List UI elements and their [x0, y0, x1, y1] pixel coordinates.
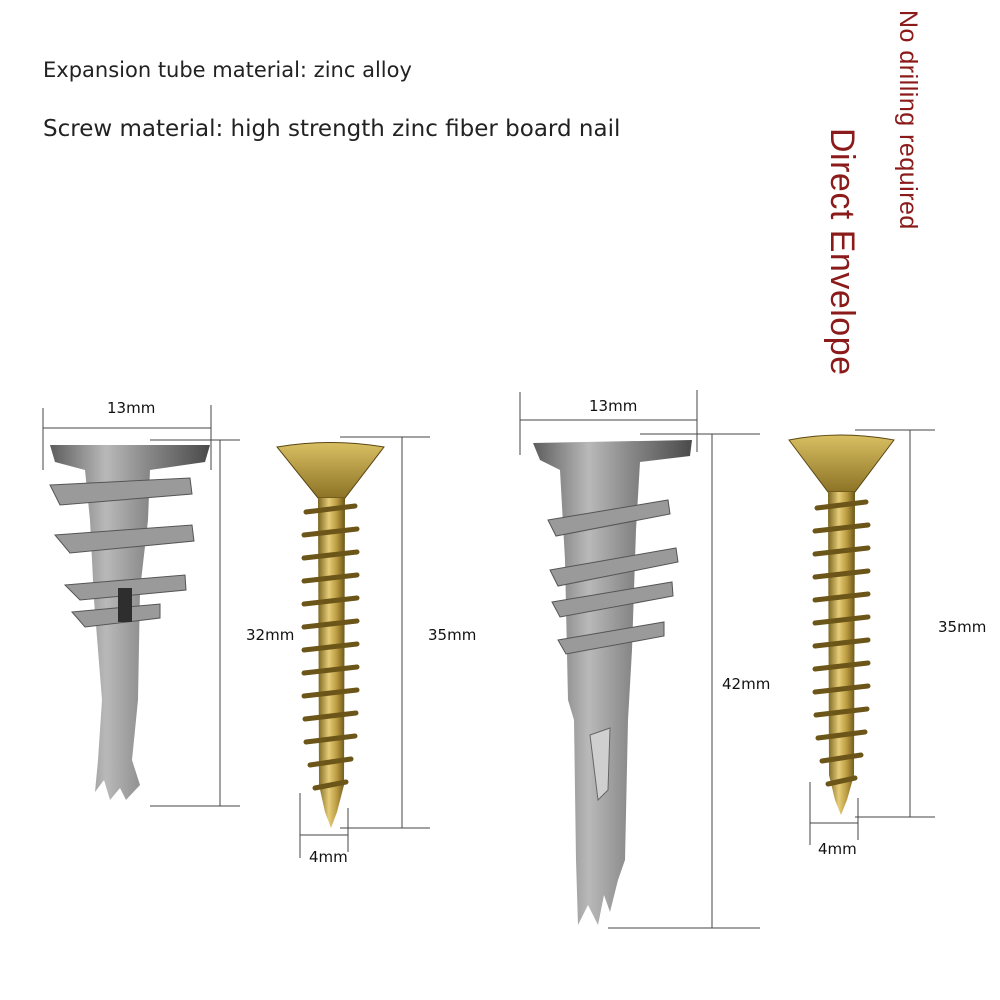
- dim-small-screw-diameter: 4mm: [309, 848, 348, 866]
- small-screw: [276, 442, 385, 828]
- note-direct-envelope: Direct Envelope: [823, 128, 861, 376]
- spec-anchor-material: Expansion tube material: zinc alloy: [43, 58, 412, 82]
- dim-small-anchor-length: 32mm: [246, 626, 294, 644]
- dimension-lines: [42, 390, 935, 929]
- dim-large-screw-length: 35mm: [938, 618, 986, 636]
- large-screw: [788, 434, 895, 815]
- dim-small-screw-length: 35mm: [428, 626, 476, 644]
- dim-large-screw-diameter: 4mm: [818, 840, 857, 858]
- dim-large-anchor-width: 13mm: [589, 397, 637, 415]
- note-no-drilling: No drilling required: [894, 10, 922, 230]
- small-anchor: [49, 445, 210, 800]
- spec-screw-material: Screw material: high strength zinc fiber…: [43, 116, 621, 142]
- large-anchor: [533, 440, 692, 925]
- dim-small-anchor-width: 13mm: [107, 399, 155, 417]
- dim-large-anchor-length: 42mm: [722, 675, 770, 693]
